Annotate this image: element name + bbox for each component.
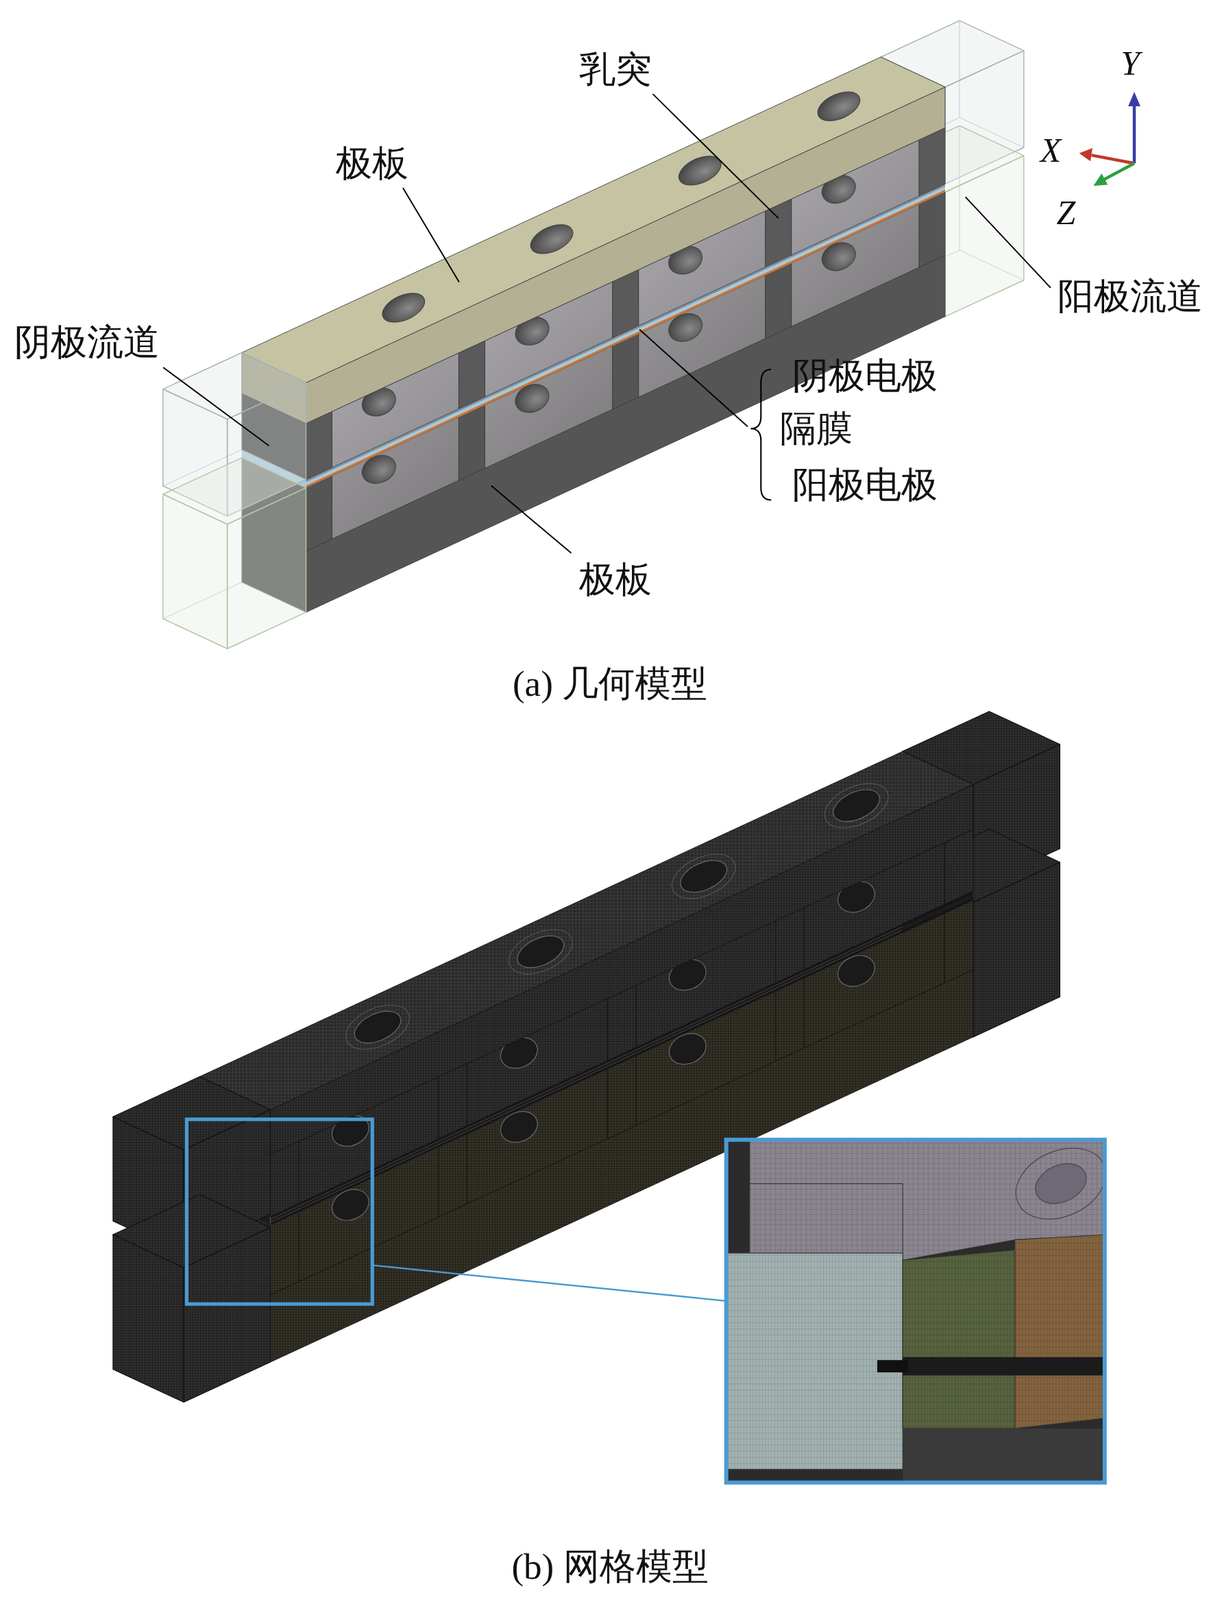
inset-ground: [726, 1139, 1105, 1483]
subfigure-caption: (a) 几何模型: [512, 663, 708, 704]
rib: [438, 1134, 468, 1218]
axis-label: Y: [1120, 44, 1140, 83]
rib: [607, 1055, 637, 1139]
rib: [270, 1211, 299, 1295]
part-label: 极板: [579, 559, 652, 600]
plate-face: [305, 255, 945, 613]
channel-box: [163, 457, 307, 525]
leader-line: [653, 93, 779, 218]
part-label: 乳突: [579, 49, 652, 90]
membrane-gap: [902, 1357, 1105, 1376]
part-label: 阴极电极: [792, 355, 938, 396]
plate-top: [199, 751, 974, 1110]
leader-line: [163, 367, 269, 446]
channel-box: [113, 1193, 271, 1268]
hole-mesh: [1004, 1139, 1105, 1233]
rib: [612, 333, 639, 410]
geometry-model: [163, 20, 1051, 649]
inset-frame: [726, 1139, 1105, 1483]
part-label: 极板: [335, 143, 409, 183]
membrane-gap: [877, 1359, 909, 1373]
plate-face: [270, 784, 974, 1155]
y-axis: [1132, 104, 1136, 164]
rib: [919, 191, 946, 268]
part-label: 阳极流道: [1057, 275, 1203, 316]
zoom-line: [372, 1265, 726, 1301]
rib: [305, 475, 332, 552]
rib: [775, 978, 805, 1061]
part-label: 阳极电极: [792, 464, 938, 505]
rib: [458, 405, 485, 481]
plate-top: [241, 56, 946, 383]
z-axis: [1103, 163, 1135, 180]
x-arrow: [1079, 148, 1093, 162]
top-hole: [378, 287, 430, 328]
top-hole: [828, 783, 885, 828]
mesh-ring: [664, 845, 742, 908]
leader-line: [491, 485, 572, 554]
mesh-ring: [817, 774, 895, 837]
box-front-mesh: [726, 1252, 903, 1470]
box-top-mesh: [749, 1183, 903, 1261]
z-arrow: [1093, 173, 1108, 186]
x-axis: [1091, 154, 1135, 164]
mesh-ring: [502, 920, 580, 983]
plate-front-mesh: [1015, 1234, 1105, 1429]
leader-line: [402, 187, 460, 282]
top-hole: [526, 218, 578, 260]
top-hole: [674, 150, 726, 191]
top-hole: [349, 1004, 406, 1050]
plate-front-mesh: [902, 1249, 1016, 1428]
part-label: 隔膜: [779, 408, 853, 449]
brace: [750, 369, 772, 501]
lower-plate-mesh: [902, 1428, 1105, 1483]
axis-label: Z: [1056, 193, 1076, 231]
y-arrow: [1128, 91, 1141, 107]
axis-label: X: [1040, 130, 1062, 169]
mesh-closeup: [726, 1139, 1105, 1483]
subfigure-caption: (b) 网格模型: [511, 1545, 708, 1586]
channel-box: [113, 1076, 271, 1151]
leader-line: [965, 196, 1051, 288]
channel-box: [163, 352, 307, 420]
top-hole: [512, 929, 569, 974]
annotations: [186, 91, 1141, 1483]
part-label: 阴极流道: [14, 321, 160, 362]
top-hole: [813, 85, 865, 127]
mesh-ring: [339, 995, 417, 1059]
zoom-frame: [186, 1119, 373, 1304]
leader-line: [639, 329, 748, 427]
rib: [765, 263, 792, 339]
hole-mesh: [1029, 1155, 1093, 1211]
rib: [944, 899, 974, 983]
top-hole: [675, 853, 732, 899]
plate-face: [305, 87, 945, 424]
